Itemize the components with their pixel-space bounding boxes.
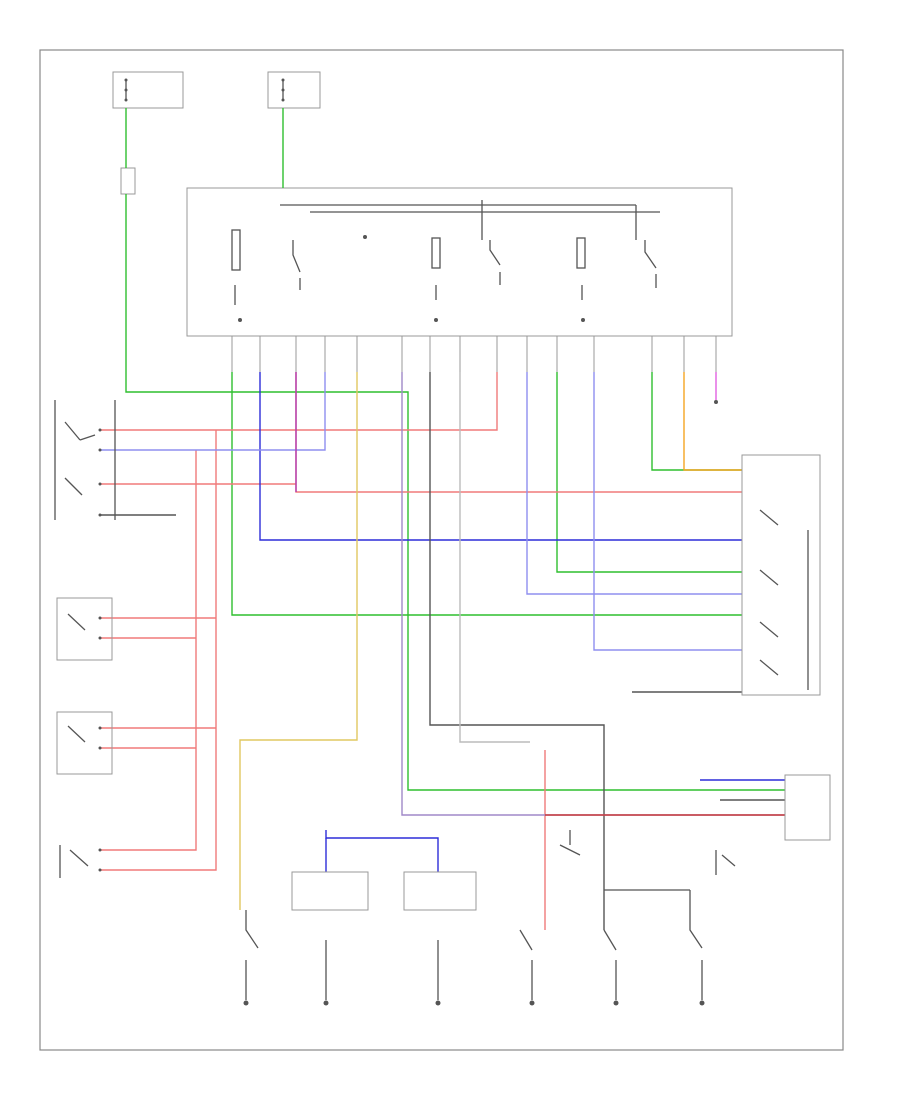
connector-block [120,167,136,195]
fuse-box-left [112,71,184,109]
left-switch-group-2 [56,597,113,661]
pin-stubs [231,336,717,372]
sensor-symbol [559,830,581,856]
wire-blue-1 [259,372,742,541]
wires [100,108,785,930]
wire-black-1 [429,372,605,930]
ground-pink [714,400,718,404]
wire-green-pin [231,372,742,616]
wire-gray [459,372,530,743]
left-switch-group-1 [54,400,116,520]
wire-red-1 [100,372,498,431]
wire-red-2 [295,372,742,493]
fuse-box-right [267,71,321,109]
left-switch-group-3 [56,711,113,775]
wire-orange [683,372,742,471]
wire-yellow [239,372,358,910]
control-unit [186,187,733,337]
left-switch-group-4 [59,845,102,878]
wire-lightblue-1 [100,372,326,451]
right-switch-block [741,454,821,696]
right-lower-block [715,774,831,875]
diagram-frame [39,49,844,1051]
bottom-components [243,871,705,1006]
